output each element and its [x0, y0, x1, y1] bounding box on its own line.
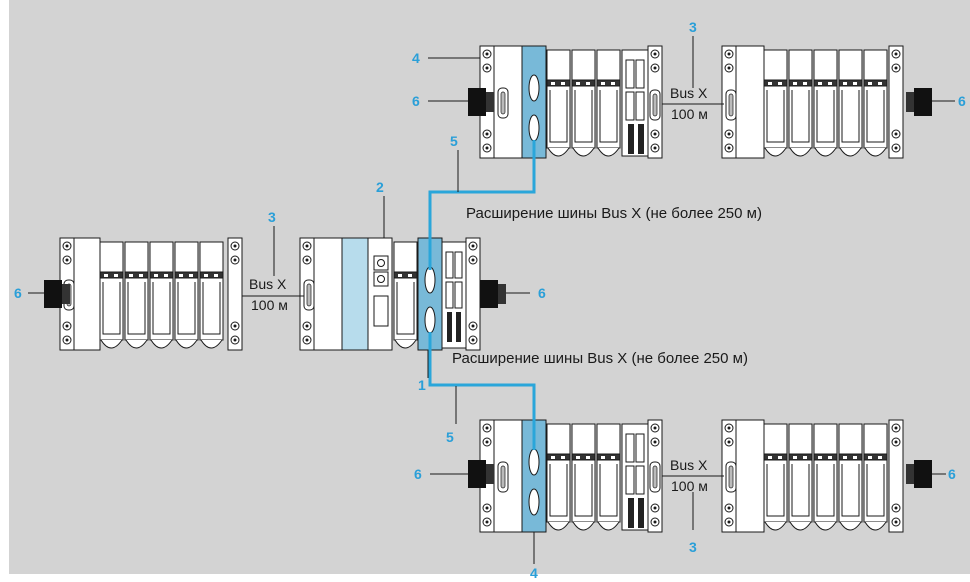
callout-5-upper: 5	[450, 133, 458, 149]
line-terminator-icon	[468, 460, 494, 488]
callout-6-bottom-right: 6	[948, 466, 956, 482]
callout-5-lower: 5	[446, 429, 454, 445]
callout-3-mid: 3	[268, 209, 276, 225]
callout-6-mid-left: 6	[14, 285, 22, 301]
bus-x-label-bottom: Bus X	[670, 457, 708, 473]
extension-caption-lower: Расширение шины Bus X (не более 250 м)	[452, 350, 748, 367]
callout-6-top-left: 6	[412, 93, 420, 109]
line-terminator-icon	[906, 460, 932, 488]
callout-2: 2	[376, 179, 384, 195]
rack-top-right	[721, 45, 904, 159]
rack-mid-center	[299, 237, 481, 351]
length-label-top: 100 м	[671, 106, 708, 122]
bus-x-cable-lower	[428, 332, 536, 450]
rack-mid-left	[59, 237, 243, 351]
rack-bottom-right	[721, 419, 904, 533]
length-label-mid: 100 м	[251, 297, 288, 313]
bus-x-label-mid: Bus X	[249, 276, 287, 292]
rack-bottom-left	[479, 419, 663, 533]
bus-x-label-top: Bus X	[670, 85, 708, 101]
line-terminator-icon	[906, 88, 932, 116]
callout-3-bottom: 3	[689, 539, 697, 555]
rack-top-left	[479, 45, 663, 159]
extension-caption-upper: Расширение шины Bus X (не более 250 м)	[466, 205, 762, 222]
callout-4-top: 4	[412, 50, 420, 66]
callout-6-bottom-left: 6	[414, 466, 422, 482]
length-label-bottom: 100 м	[671, 478, 708, 494]
callout-4-bottom: 4	[530, 565, 538, 581]
callout-6-top-right: 6	[958, 93, 966, 109]
callout-6-mid-right: 6	[538, 285, 546, 301]
bus-x-cable-upper	[428, 140, 536, 270]
line-terminator-icon	[44, 280, 70, 308]
line-terminator-icon	[480, 280, 506, 308]
line-terminator-icon	[468, 88, 494, 116]
callout-1: 1	[418, 377, 426, 393]
callout-3-top: 3	[689, 19, 697, 35]
